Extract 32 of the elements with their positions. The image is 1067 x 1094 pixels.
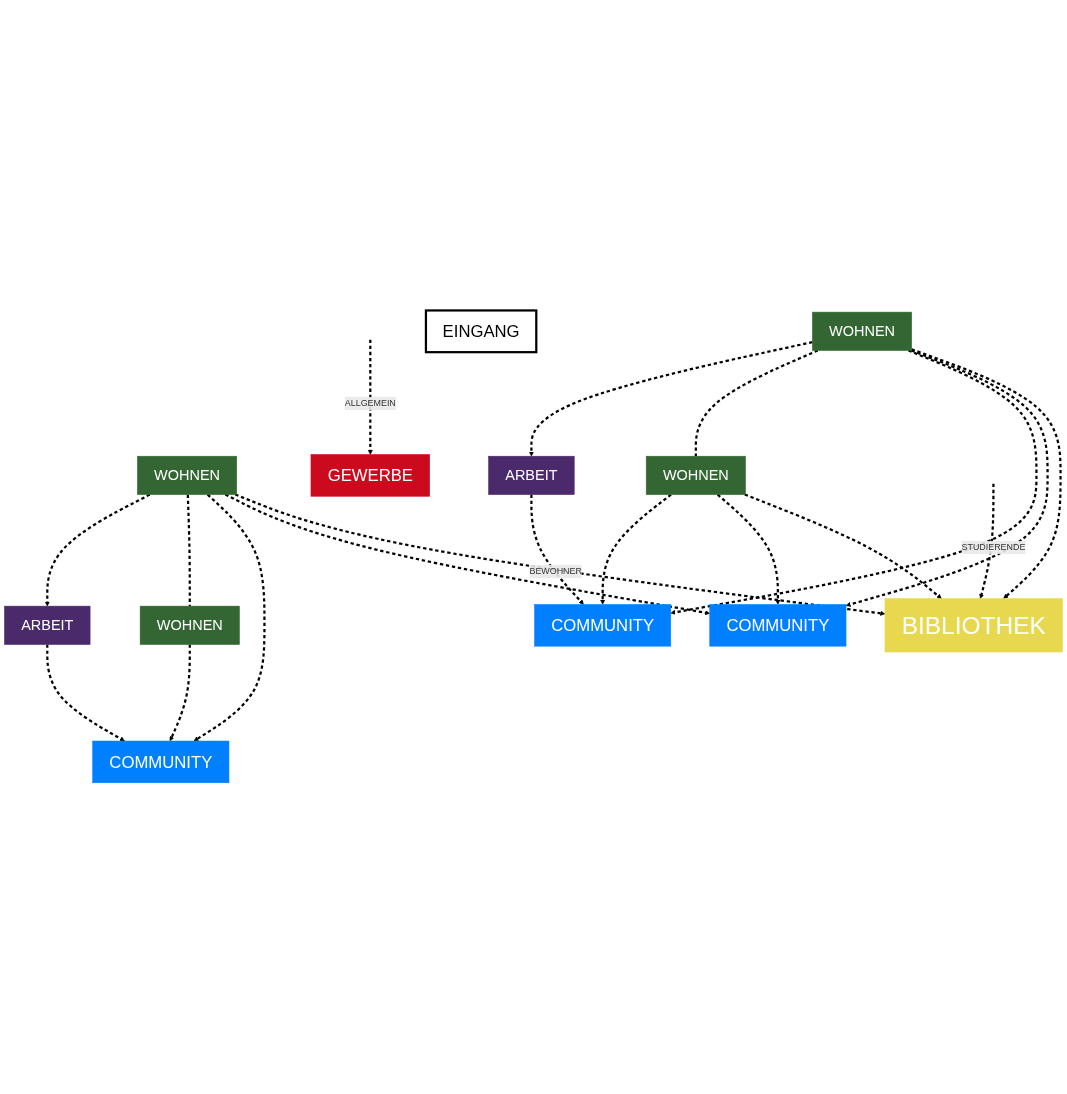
arrow	[670, 349, 1038, 616]
node-box: ARBEIT	[4, 606, 91, 646]
node-box: COMMUNITY	[709, 604, 847, 647]
edge-label: ALLGEMEIN	[344, 398, 396, 409]
node-box: WOHNEN	[137, 456, 237, 496]
arrow	[528, 341, 813, 457]
edge-label: BEWOHNER	[529, 566, 582, 577]
arrow	[367, 340, 373, 456]
arrow	[46, 644, 125, 742]
arrow	[716, 494, 781, 606]
arrow	[744, 493, 942, 600]
arrow	[169, 644, 191, 742]
node-box: WOHNEN	[139, 606, 240, 646]
arrow	[530, 495, 584, 606]
node-box: COMMUNITY	[534, 604, 672, 647]
node-box: WOHNEN	[645, 456, 746, 496]
arrow	[193, 494, 266, 742]
node-box: EINGANG	[424, 309, 538, 354]
arrow	[979, 484, 995, 600]
arrow	[44, 494, 151, 607]
node-box: GEWERBE	[310, 454, 430, 497]
node-box: COMMUNITY	[92, 741, 230, 784]
arrow	[911, 348, 1062, 600]
arrow	[600, 494, 672, 606]
node-box: ARBEIT	[488, 456, 575, 496]
connector	[694, 349, 819, 457]
node-box: BIBLIOTHEK	[884, 598, 1063, 653]
node-box: WOHNEN	[812, 312, 912, 352]
edge-label: STUDIERENDE	[961, 542, 1026, 553]
arrow	[224, 494, 710, 616]
arrow	[845, 349, 1049, 608]
arrow	[234, 493, 886, 617]
